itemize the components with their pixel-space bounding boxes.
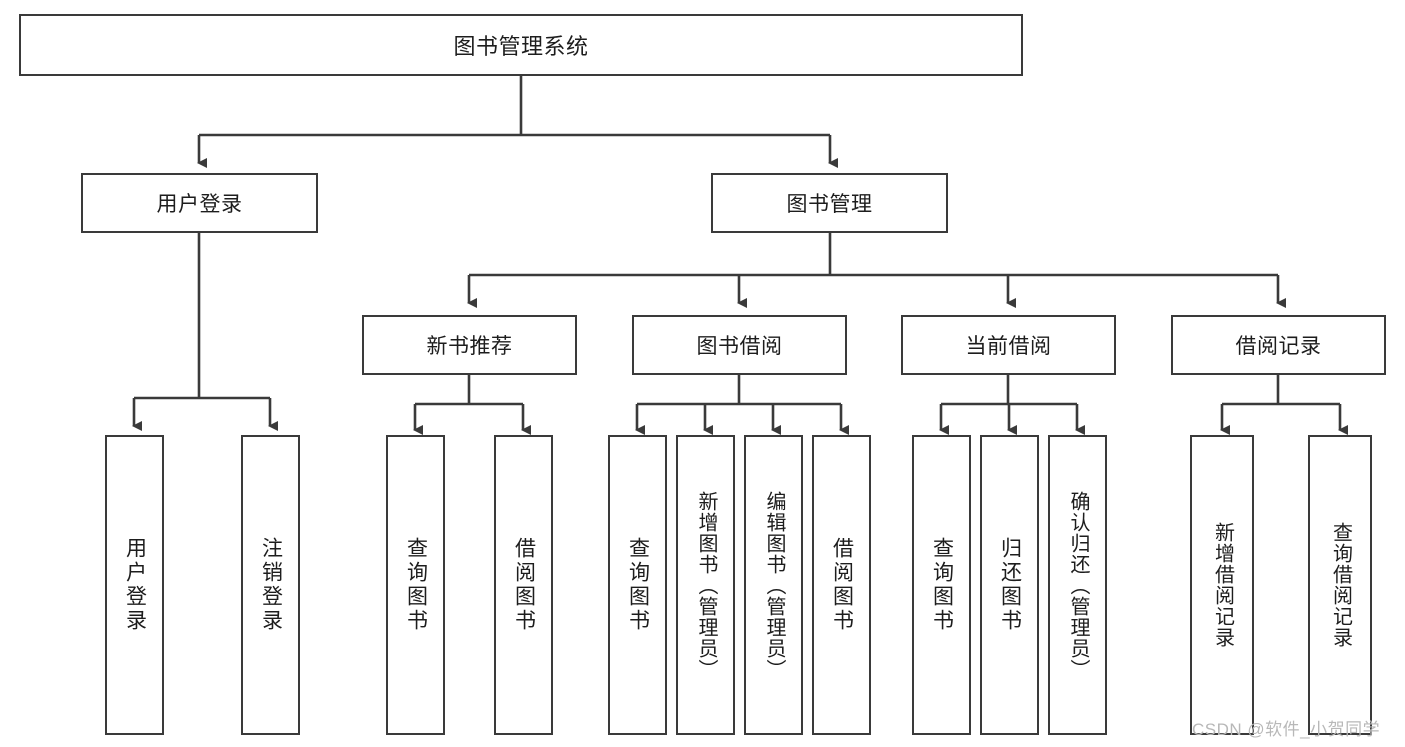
edge-group-borrow-record-to-leaves [1220,375,1348,435]
edge-group-new-book-to-leaves [413,375,531,435]
node-book-management[interactable]: 图书管理 [711,173,948,233]
edge-group-root-to-level2 [197,76,838,168]
node-book-borrow[interactable]: 图书借阅 [632,315,847,375]
node-new-book-recommend[interactable]: 新书推荐 [362,315,577,375]
leaf-book-borrow-borrow-book[interactable]: 借阅图书 [812,435,871,735]
leaf-new-book-borrow-book[interactable]: 借阅图书 [494,435,553,735]
leaf-current-borrow-return-book[interactable]: 归还图书 [980,435,1039,735]
leaf-book-borrow-query-book[interactable]: 查询图书 [608,435,667,735]
edge-group-current-borrow-to-leaves [939,375,1085,435]
edge-group-book-manage-to-level3 [467,233,1286,308]
edge-group-book-borrow-to-leaves [635,375,849,435]
node-user-login[interactable]: 用户登录 [81,173,318,233]
leaf-current-borrow-query-book[interactable]: 查询图书 [912,435,971,735]
leaf-user-login-logout[interactable]: 注销登录 [241,435,300,735]
leaf-book-borrow-edit-book-admin[interactable]: 编辑图书（管理员） [744,435,803,735]
node-current-borrow[interactable]: 当前借阅 [901,315,1116,375]
node-borrow-record[interactable]: 借阅记录 [1171,315,1386,375]
leaf-borrow-record-query-record[interactable]: 查询借阅记录 [1308,435,1372,735]
leaf-book-borrow-add-book-admin[interactable]: 新增图书（管理员） [676,435,735,735]
edge-group-user-login-to-leaves [132,233,278,431]
leaf-new-book-query-book[interactable]: 查询图书 [386,435,445,735]
csdn-watermark: CSDN @软件_小贺同学 [1192,720,1381,739]
node-root-book-management-system[interactable]: 图书管理系统 [19,14,1023,76]
leaf-user-login-login[interactable]: 用户登录 [105,435,164,735]
leaf-current-borrow-confirm-return-admin[interactable]: 确认归还（管理员） [1048,435,1107,735]
leaf-borrow-record-add-record[interactable]: 新增借阅记录 [1190,435,1254,735]
